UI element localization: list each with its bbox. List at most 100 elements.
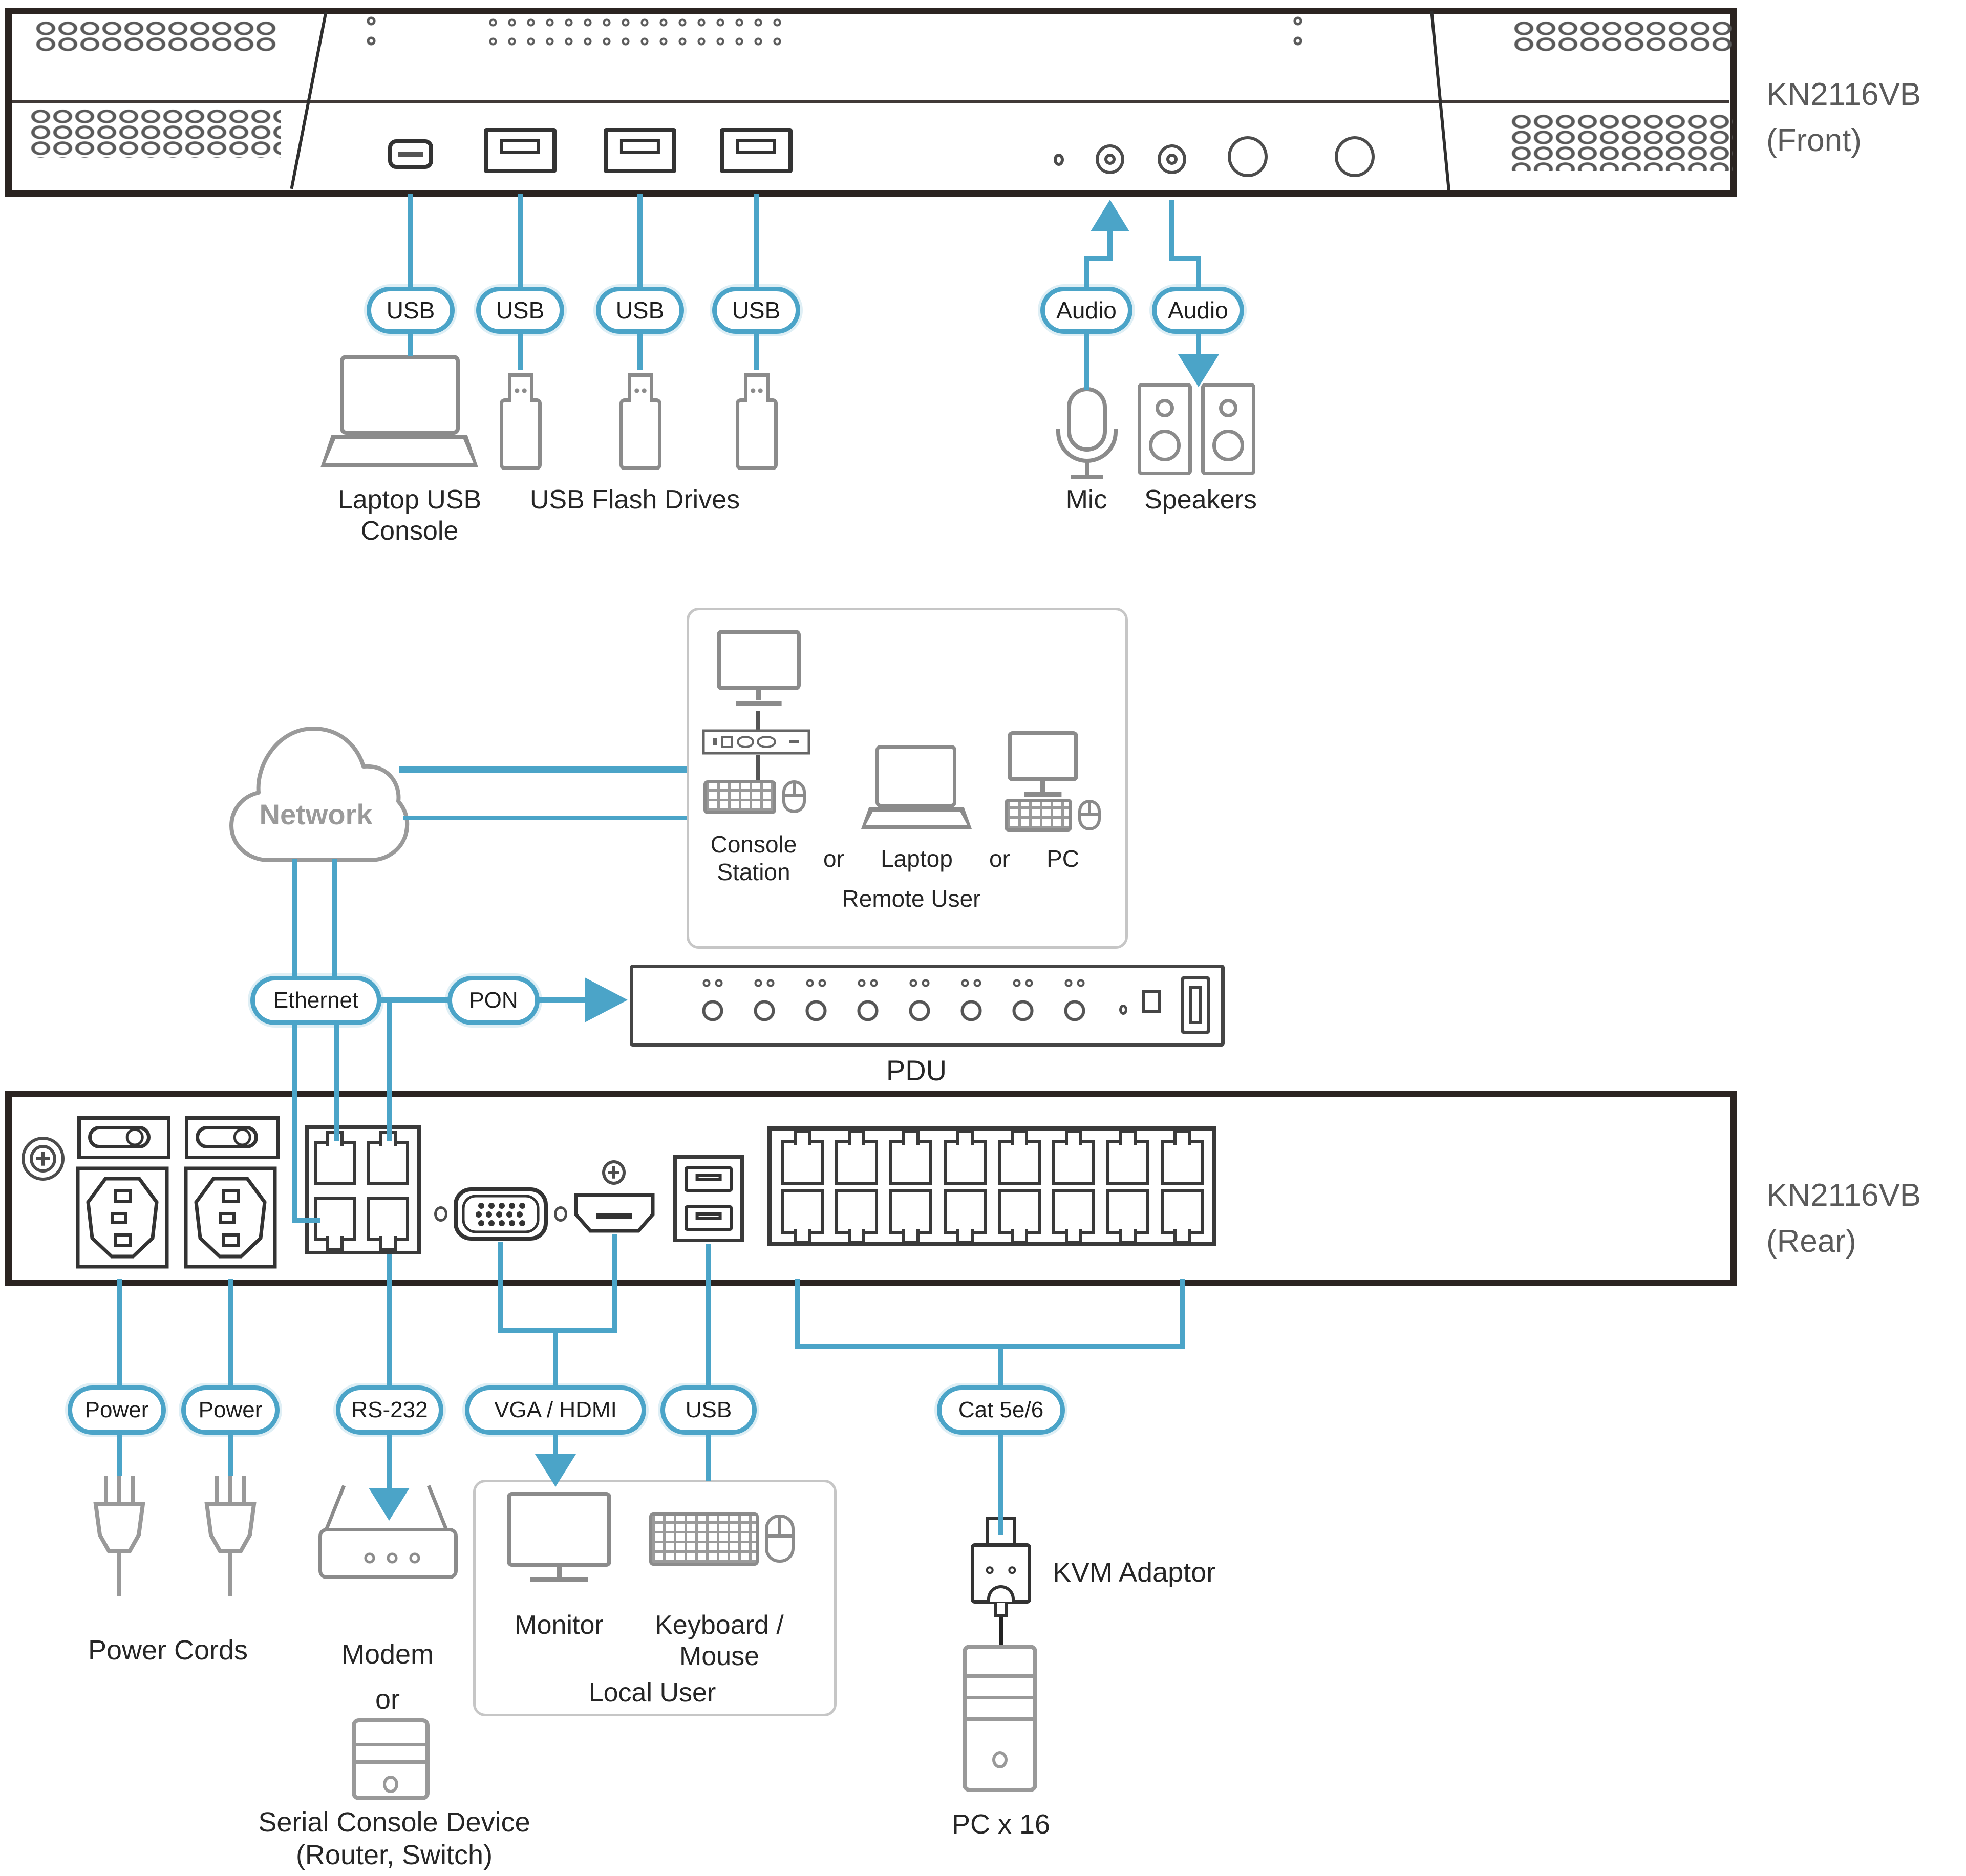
usb-port-icon [685,1166,733,1192]
audio-pill: Audio [1040,287,1132,334]
audio-cable [1084,333,1089,390]
usb-cable [706,1434,711,1481]
tower-circle [992,1751,1008,1768]
modem-antenna-icon [426,1485,450,1533]
power-switch-icon [185,1116,280,1159]
network-cloud-icon [229,727,410,862]
hole-pair-icon [366,14,377,53]
ethernet-drop-cable [334,1024,339,1141]
console-station-label: Console Station [677,830,830,886]
usb-flash-drive-icon [736,398,778,470]
usb-pill: USB [712,287,800,334]
ethernet-drop-cable [292,1024,297,1222]
local-user-label: Local User [588,1678,716,1708]
ethernet-drop-cable [292,1218,320,1223]
power-pill: Power [181,1385,280,1435]
remote-pc-mouse-icon [1078,800,1101,830]
console-keyboard-icon [703,780,776,814]
console-station-line2: Station [717,859,790,886]
modem-label: Modem [341,1639,434,1670]
vga-screw-icon [434,1206,447,1222]
rj45-port-icon [889,1140,932,1185]
vga-cable [498,1242,503,1332]
connector-line [756,755,760,780]
rj45-port-icon [367,1197,409,1241]
kvm-vga-stem-icon [994,1603,1008,1617]
rj45-port-icon [1106,1189,1149,1234]
pdu-label: PDU [886,1054,947,1086]
rear-title-line1: KN2116VB [1766,1178,1921,1213]
usb-cable [408,194,413,289]
power-cable [228,1279,233,1387]
keyboard-label-line2: Mouse [679,1641,760,1672]
or-label: or [989,845,1010,872]
mic-label: Mic [1065,485,1107,515]
rs232-pill: RS-232 [336,1385,443,1435]
connector-line [756,711,760,730]
speaker-icon [1138,383,1192,475]
power-plug-icon [204,1476,257,1596]
rj45-port-icon [781,1189,824,1234]
pon-drop-cable [387,1001,392,1141]
or-label: or [823,845,844,872]
usb-cable [754,332,759,370]
front-panel-seam [12,100,1729,103]
kvm-pc-cable [999,1617,1003,1645]
mini-usb-port-icon [388,139,433,169]
audio-cable [1169,200,1174,260]
cat-cable [998,1346,1003,1387]
laptop-usb-line1: Laptop USB [337,485,482,515]
pc-x16-label: PC x 16 [951,1809,1051,1840]
usb-cable [754,194,759,289]
laptop-base-icon [320,435,478,467]
speakers-label: Speakers [1144,485,1257,515]
pon-pill: PON [447,976,540,1025]
hole-cluster-icon [484,13,786,51]
rs232-cable [387,1254,392,1387]
rj45-port-icon [944,1140,987,1185]
rj45-port-icon [835,1140,878,1185]
rs232-cable [387,1434,392,1491]
usb-cable [518,332,523,370]
usb-pill: USB [367,287,455,334]
usb-port-icon [604,128,676,173]
remote-laptop-base-icon [861,807,972,829]
pon-arrow-icon [585,977,628,1022]
network-cable [399,766,687,773]
speaker-icon [1201,383,1255,475]
local-keyboard-icon [649,1512,759,1566]
power-pill: Power [68,1385,166,1435]
mic-icon [1067,387,1107,452]
vga-screw-icon [554,1206,567,1222]
rj45-port-icon [889,1189,932,1234]
cat-cable [998,1434,1003,1535]
power-cable [117,1279,122,1387]
power-cable [228,1434,233,1476]
audio-cable [1169,256,1201,261]
pdu-switch-icon [1181,976,1210,1034]
usb-port-icon [685,1205,733,1231]
ethernet-pill: Ethernet [250,976,381,1025]
audio-pill: Audio [1152,287,1244,334]
power-cords-label: Power Cords [88,1635,248,1666]
power-cable [117,1434,122,1476]
remote-pc-keyboard-icon [1005,799,1072,832]
remote-user-label: Remote User [842,885,981,912]
rj45-port-icon [1161,1189,1204,1234]
usb-pill: USB [660,1385,757,1435]
audio-up-arrow-icon [1091,200,1129,231]
tower-line [356,1760,425,1764]
rj45-port-icon [944,1189,987,1234]
hdmi-cable [612,1234,617,1332]
vga-hdmi-cable [553,1330,558,1387]
console-station-line1: Console [710,831,797,858]
front-button-icon [1228,136,1268,177]
vent-grid-icon [30,109,281,158]
cat-cable [795,1279,800,1348]
audio-cable [1196,259,1201,289]
rj45-port-icon [314,1141,356,1185]
usb-cable [408,332,413,356]
front-title-line2: (Front) [1766,122,1862,158]
audio-down-arrow-icon [1178,354,1219,387]
